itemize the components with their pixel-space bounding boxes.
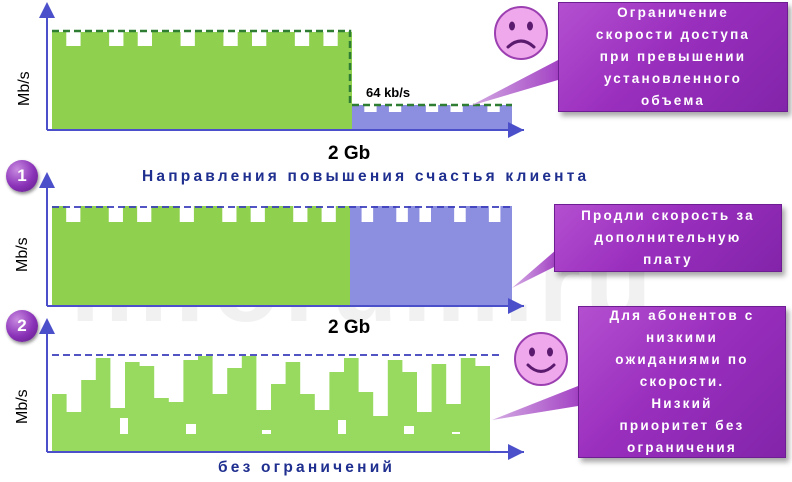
chart3-bar-gap <box>120 418 128 434</box>
chart3-bar-gap <box>338 420 346 434</box>
chart3-bar-gap <box>262 430 271 434</box>
callout-line: объема <box>640 93 706 108</box>
chart1-x-axis-label: 2 Gb <box>328 143 371 164</box>
chart3-green-bars <box>52 356 490 452</box>
chart3-bar-gap <box>452 432 460 434</box>
chart3-y-axis-label: Mb/s <box>14 389 31 424</box>
callout-line: Продли скорость за <box>581 208 755 223</box>
chart3-bar-gap <box>186 424 196 434</box>
callout-line: Для абонентов с <box>609 308 755 323</box>
chart1-callout: Ограничение скорости доступа при превыше… <box>558 2 788 112</box>
step-badge-1: 1 <box>6 160 38 192</box>
sad-face-icon <box>494 6 548 60</box>
chart3-callout-pointer <box>492 386 578 420</box>
chart2-callout: Продли скорость за дополнительную плату <box>554 204 782 272</box>
chart2-green-bars <box>52 206 350 306</box>
chart1-throttled-rate-label: 64 kb/s <box>366 85 411 100</box>
callout-line: дополнительную <box>594 230 742 245</box>
callout-line: скорости. <box>639 374 725 389</box>
callout-line: установленного <box>603 71 743 86</box>
chart3-callout-text: Для абонентов с низкими ожиданиями по ск… <box>610 305 755 459</box>
callout-line: ожиданиями по <box>615 352 749 367</box>
callout-line: ограничения <box>627 440 737 455</box>
chart2-callout-pointer <box>512 250 556 288</box>
happy-face-icon <box>514 332 568 386</box>
chart2-y-axis-label: Mb/s <box>14 237 31 272</box>
chart1-dashed-limit <box>52 29 512 107</box>
chart2-blue-bars <box>350 206 512 306</box>
chart2-x-axis-label: 2 Gb <box>328 317 371 338</box>
chart1-y-axis-label: Mb/s <box>16 71 33 106</box>
chart2-callout-text: Продли скорость за дополнительную плату <box>581 205 755 271</box>
callout-line: скорости доступа <box>595 27 751 42</box>
step-badge-2: 2 <box>6 310 38 342</box>
chart1-blue-bars <box>352 105 512 130</box>
chart1-callout-pointer <box>470 60 558 106</box>
chart1-callout-text: Ограничение скорости доступа при превыше… <box>596 2 750 112</box>
callout-line: плату <box>643 252 693 267</box>
callout-line: при превышении <box>599 49 747 64</box>
chart3-x-axis-label: без ограничений <box>218 459 396 476</box>
chart3-bar-gap <box>404 426 414 434</box>
callout-line: Ограничение <box>617 5 729 20</box>
callout-line: приоритет без <box>619 418 745 433</box>
callout-line: низкими <box>646 330 718 345</box>
chart3-callout: Для абонентов с низкими ожиданиями по ск… <box>578 306 786 458</box>
callout-line: Низкий <box>651 396 713 411</box>
section-heading: Направления повышения счастья клиента <box>142 168 590 185</box>
chart1-green-bars <box>52 32 352 130</box>
